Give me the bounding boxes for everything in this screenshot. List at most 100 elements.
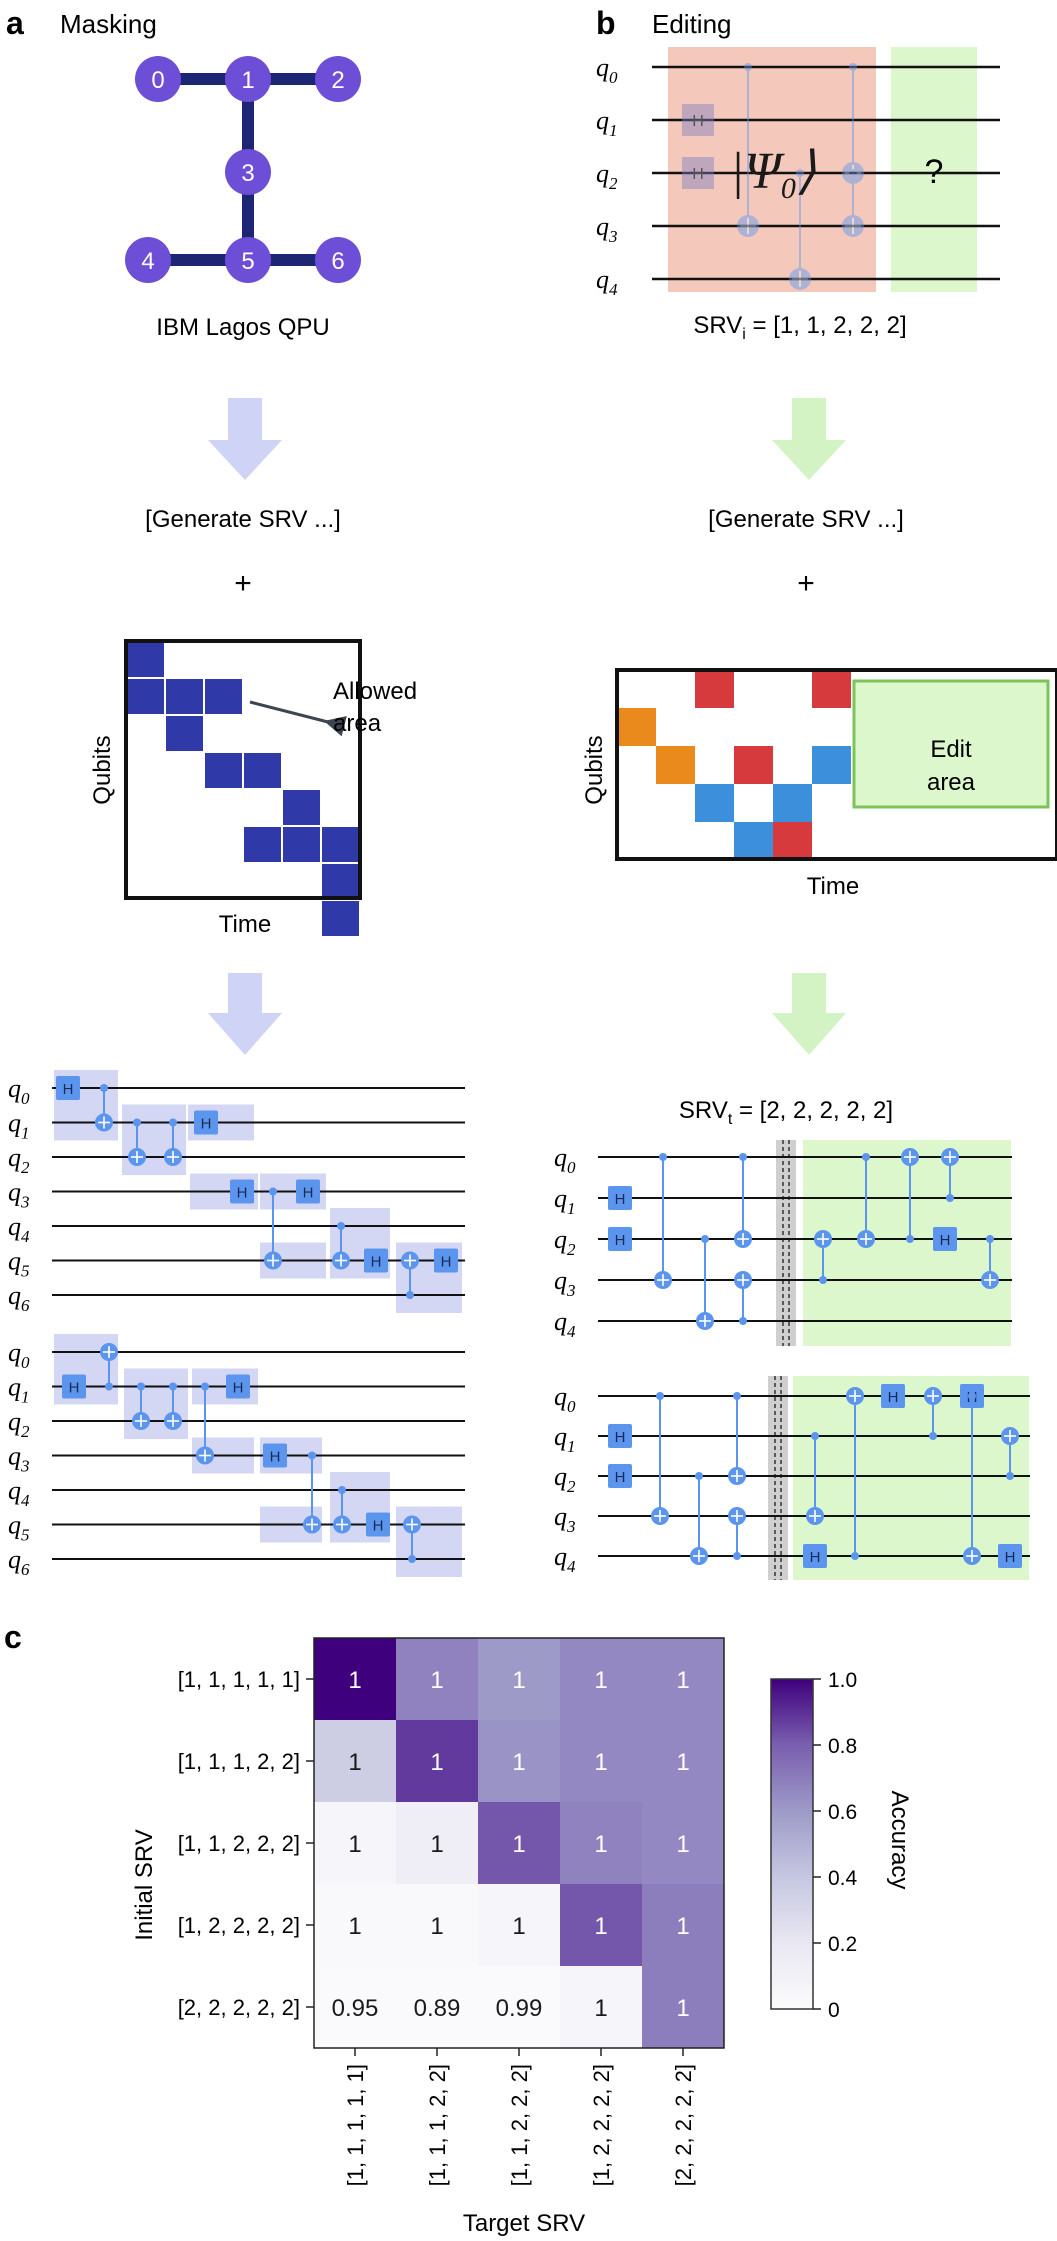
qpu-node-5 [225,237,271,283]
panel-b-title: Editing [652,9,732,39]
qubit-label: q0 [596,53,618,87]
qubit-label: q4 [554,1307,576,1341]
qubit-label: q3 [554,1502,576,1536]
heatmap-cell-label: 0.95 [332,1995,379,2022]
hadamard-gate [608,1424,632,1448]
panel-a-letter: a [6,5,24,41]
edit-region [793,1376,1029,1580]
mask-cell-b [695,784,734,822]
mask-cell-b [812,670,851,708]
mask-cell-a [205,679,242,714]
heatmap-cell-label: 1 [676,1667,689,1694]
heatmap-cell-label: 1 [676,1913,689,1940]
heatmap-cell-label: 1 [348,1667,361,1694]
heatmap-cell [560,1638,642,1720]
cnot-control [659,1153,667,1161]
qubit-label: q2 [554,1225,576,1259]
heatmap-cell [478,1638,560,1720]
cnot-target [789,268,811,290]
heatmap-cell-label: 1 [348,1831,361,1858]
cnot-control [819,1276,827,1284]
heatmap-cell-label: 1 [430,1831,443,1858]
colorbar-label: Accuracy [886,1791,913,1890]
heatmap-cell [560,1966,642,2048]
cnot-control [105,1382,113,1391]
hadamard-gate [881,1384,905,1408]
hadamard-gate-label: H [615,1469,626,1486]
hadamard-gate [226,1374,250,1399]
hadamard-gate [366,1512,390,1537]
hadamard-gate-label: H [303,1185,314,1202]
cnot-control [308,1451,316,1460]
qpu-node-2 [315,56,361,102]
qubit-label: q4 [554,1542,576,1576]
edit-region [803,1140,1011,1346]
heatmap-cell-label: 1 [512,1913,525,1940]
mask-cell-b [734,746,773,784]
heatmap-cell-label: 1 [676,1749,689,1776]
heatmap-cell-label: 1 [594,1995,607,2022]
down-arrow-green-icon [772,398,846,480]
cnot-control [338,1486,346,1494]
mask-cell-a [322,827,359,862]
qpu-node-label-1: 1 [241,67,254,94]
qubit-label: q2 [8,1407,30,1441]
heatmap-cell [642,1720,724,1802]
generate-srv-label-a: [Generate SRV ...] [145,506,341,533]
x-tick-label: [1, 1, 1, 2, 2] [425,2064,450,2186]
hadamard-gate [608,1186,632,1210]
mask-grid-b: Edit area Qubits Time [581,668,1057,900]
panel-c-letter: c [4,1619,22,1655]
qubit-label: q3 [8,1178,30,1212]
psi0-label: |Ψ0⟩ [730,143,816,205]
cnot-control [906,1235,914,1243]
hadamard-gate-label: H [373,1518,384,1535]
qubit-label: q0 [8,1338,30,1372]
hadamard-gate [933,1227,957,1251]
hadamard-gate [263,1443,287,1468]
qubit-label: q3 [8,1442,30,1476]
heatmap-cell-label: 1 [594,1913,607,1940]
heatmap-cell-label: 0.99 [496,1995,543,2022]
hadamard-gate-label: H [63,1081,74,1098]
faded-gates [682,63,864,290]
heatmap-cell [396,1720,478,1802]
down-arrow-green-icon-2 [772,973,846,1055]
hadamard-gate [608,1464,632,1488]
hadamard-gate-label: H [692,113,704,130]
generate-srv-label-b: [Generate SRV ...] [708,506,904,533]
mask-cell-a [283,827,320,862]
heatmap-cell-label: 1 [430,1749,443,1776]
colorbar-tick-label: 0.6 [828,1801,857,1824]
cnot-control [269,1187,277,1196]
qpu-node-1 [225,56,271,102]
qubit-label: q4 [8,1476,30,1510]
allowed-area-label-1: Allowed [333,678,417,705]
cnot-control [849,169,857,177]
cnot-control [656,1392,664,1400]
edit-area-label-2: area [927,769,976,796]
panel-b-letter: b [596,5,616,41]
heatmap-cell-label: 1 [512,1831,525,1858]
edit-area-label-1: Edit [930,736,972,763]
hadamard-gate [434,1248,458,1273]
mask-cell-a [322,864,359,899]
hadamard-gate [296,1179,320,1204]
hadamard-gate-label: H [615,1429,626,1446]
hadamard-gate [62,1374,86,1399]
heatmap-cell [478,1720,560,1802]
hadamard-gate-label: H [692,166,704,183]
heatmap-cell [314,1638,396,1720]
y-tick-label: [1, 1, 1, 2, 2] [178,1749,300,1774]
qubit-label: q6 [8,1281,30,1315]
hadamard-gate [682,104,714,136]
cnot-control [986,1235,994,1243]
panel-a-title: Masking [60,9,157,39]
hadamard-gate [230,1179,254,1204]
qubit-label: q3 [554,1266,576,1300]
